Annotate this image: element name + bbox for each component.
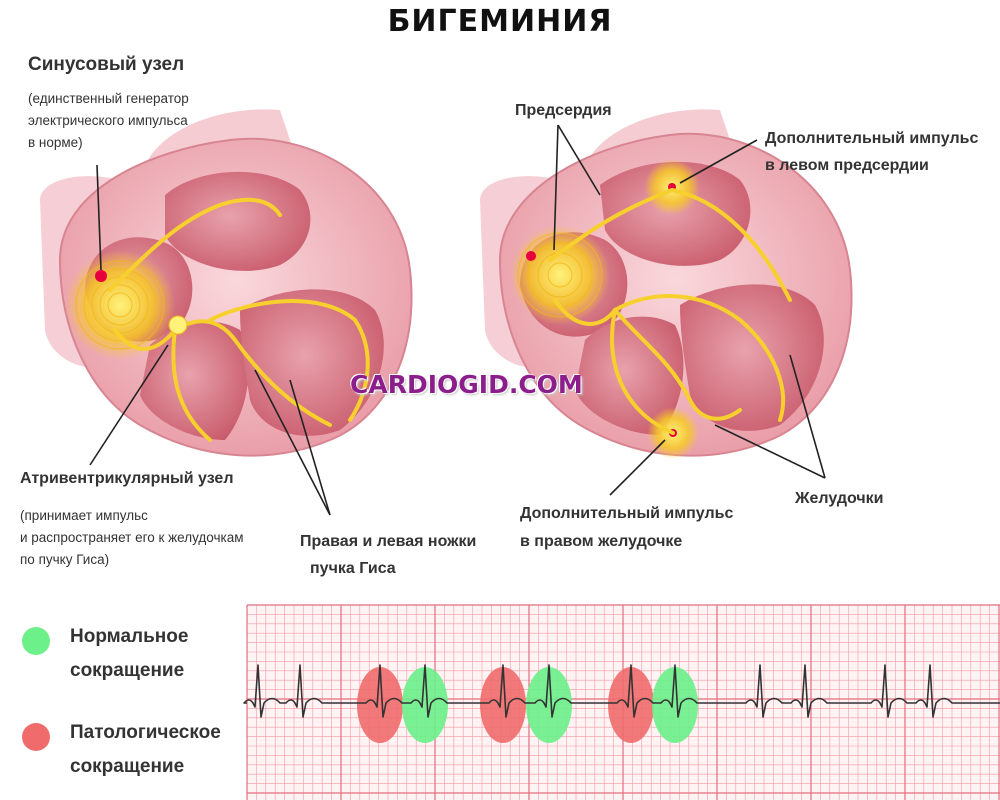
pathological-beat-2 xyxy=(480,667,526,743)
right-heart xyxy=(480,109,853,496)
left-heart xyxy=(40,109,413,516)
legend-normal-dot xyxy=(22,627,50,655)
legend-pathological-dot xyxy=(22,723,50,751)
bundle-line-1: Правая и левая ножки xyxy=(300,533,477,550)
legend-path-line-1: Патологическое xyxy=(70,722,221,743)
pathological-beat-3 xyxy=(608,667,654,743)
ventricles-label: Желудочки xyxy=(795,490,884,507)
normal-beat-2 xyxy=(526,667,572,743)
extra-rv-line-1: Дополнительный импульс xyxy=(520,505,734,522)
normal-beat-3 xyxy=(652,667,698,743)
av-node-desc: (принимает импульс и распространяет его … xyxy=(20,505,244,571)
sinus-node-desc: (единственный генератор электрического и… xyxy=(28,88,189,154)
legend-normal-label: Нормальное сокращение xyxy=(70,620,188,688)
legend-path-line-2: сокращение xyxy=(70,756,185,777)
atria-label: Предсердия xyxy=(515,102,612,119)
legend-pathological-label: Патологическое сокращение xyxy=(70,716,221,784)
av-node-title: Атривентрикулярный узел xyxy=(20,470,234,487)
ecg-trace xyxy=(243,664,1000,718)
legend-normal-line-2: сокращение xyxy=(70,660,185,681)
extra-la-line-2: в левом предсердии xyxy=(765,157,929,174)
watermark: CARDIOGID.COM xyxy=(350,370,583,399)
bundle-branches-label: Правая и левая ножки пучка Гиса xyxy=(300,528,476,582)
sinus-desc-line-3: в норме) xyxy=(28,135,83,150)
ecg-strip xyxy=(243,604,1000,800)
sinus-node-dot xyxy=(95,270,107,282)
extra-impulse-left-atrium-label: Дополнительный импульс в левом предсерди… xyxy=(765,125,978,179)
sinus-desc-line-2: электрического импульса xyxy=(28,113,188,128)
av-desc-line-2: и распространяет его к желудочкам xyxy=(20,530,244,545)
normal-beat-1 xyxy=(402,667,448,743)
legend-normal-line-1: Нормальное xyxy=(70,626,189,647)
sinus-desc-line-1: (единственный генератор xyxy=(28,91,189,106)
av-desc-line-1: (принимает импульс xyxy=(20,508,148,523)
extra-la-line-1: Дополнительный импульс xyxy=(765,130,979,147)
page-title: БИГЕМИНИЯ xyxy=(387,4,613,39)
extra-impulse-right-ventricle-label: Дополнительный импульс в правом желудочк… xyxy=(520,500,733,556)
bundle-line-2: пучка Гиса xyxy=(310,560,396,577)
av-desc-line-3: по пучку Гиса) xyxy=(20,552,110,567)
sinus-node-title: Синусовый узел xyxy=(28,54,185,75)
extra-rv-line-2: в правом желудочке xyxy=(520,533,683,550)
pathological-beat-1 xyxy=(357,667,403,743)
